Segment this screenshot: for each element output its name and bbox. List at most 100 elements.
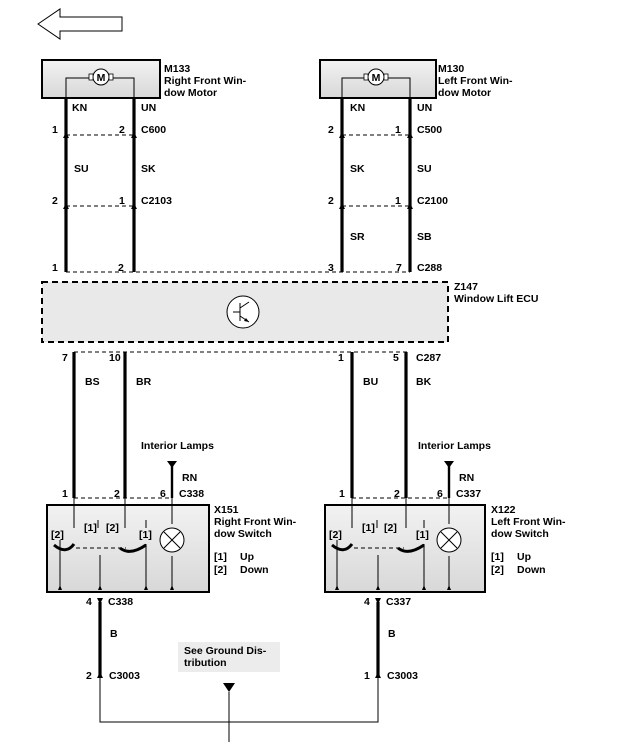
switch-contact-label: [2] [329,529,342,541]
wire-color-label: SB [417,231,432,243]
switch-name: Left Front Win- [491,516,566,528]
connector-label: C337 [386,596,411,608]
switch-name: dow Switch [214,528,272,540]
ground-wires [97,598,381,742]
wire-color-label: SK [350,163,365,175]
pin-number: 2 [328,195,334,207]
connector-label: C3003 [109,670,140,682]
motor-name: Left Front Win- [438,75,513,87]
motor-m130: M [319,59,437,99]
wire-color-label: SK [141,163,156,175]
pin-number: 1 [52,124,58,136]
wire-color-label: RN [459,472,474,484]
wire-bundle [64,98,412,272]
window-lift-ecu [41,281,449,343]
wire-color-label: SU [417,163,432,175]
wire-color-label: UN [417,102,432,114]
switch-code: X122 [491,504,516,516]
wire-color-label: KN [350,102,365,114]
pin-number: 5 [393,352,399,364]
connector-label: C287 [416,352,441,364]
transistor-icon [226,295,260,329]
motor-symbol: M [97,72,106,84]
motor-code: M133 [164,63,190,75]
ecu-name: Window Lift ECU [454,293,538,305]
pin-number: 3 [328,262,334,274]
switch-x122 [324,498,486,593]
wire-color-label: BU [363,376,378,388]
pin-number: 2 [86,670,92,682]
legend-key: [1] [214,551,227,563]
ground-reference-note[interactable]: See Ground Dis- tribution [178,642,280,672]
wire-color-label: BK [416,376,432,388]
pin-number: 7 [396,262,402,274]
wire-color-label: B [110,628,118,640]
connector-label: C2103 [141,195,172,207]
connector-label: C337 [456,488,481,500]
lamp-label: Interior Lamps [141,440,214,452]
pin-number: 1 [395,195,401,207]
wire-color-label: BR [136,376,152,388]
pin-number: 4 [364,596,370,608]
pin-number: 7 [62,352,68,364]
switch-contact-label: [1] [84,522,97,534]
connector-label: C500 [417,124,442,136]
pin-number: 1 [395,124,401,136]
motor-name: dow Motor [164,87,217,99]
ground-note-line: tribution [184,657,227,669]
pin-number: 2 [114,488,120,500]
wire-color-label: BS [85,376,100,388]
wire-color-label: RN [182,472,197,484]
pin-number: 4 [86,596,92,608]
pin-number: 1 [52,262,58,274]
ground-note-line: See Ground Dis- [184,645,267,657]
pin-number: 1 [339,488,345,500]
wire-color-label: UN [141,102,156,114]
lamp-label: Interior Lamps [418,440,491,452]
wire-color-label: KN [72,102,87,114]
legend-value: Up [240,551,254,563]
connector-label: C3003 [387,670,418,682]
pin-number: 2 [119,124,125,136]
arrow-left-icon[interactable] [37,8,123,40]
pin-number: 1 [119,195,125,207]
pin-number: 2 [394,488,400,500]
motor-symbol: M [372,72,381,84]
connector-label: C288 [417,262,442,274]
switch-contact-label: [2] [106,522,119,534]
pin-number: 10 [109,352,121,364]
pin-number: 2 [118,262,124,274]
motor-code: M130 [438,63,464,75]
switch-name: Right Front Win- [214,516,297,528]
wire-color-label: B [388,628,396,640]
motor-name: dow Motor [438,87,491,99]
pin-number: 1 [364,670,370,682]
wire-bundle [72,352,408,498]
legend-value: Up [517,551,531,563]
wire-color-label: SU [74,163,89,175]
pin-number: 1 [338,352,344,364]
wire-color-label: SR [350,231,365,243]
legend-key: [2] [491,564,504,576]
connector-label: C2100 [417,195,448,207]
legend-key: [2] [214,564,227,576]
switch-contact-label: [1] [416,529,429,541]
ecu-code: Z147 [454,281,478,293]
pin-number: 2 [328,124,334,136]
motor-m133: M [41,59,161,99]
legend-key: [1] [491,551,504,563]
switch-contact-label: [2] [384,522,397,534]
connector-label: C338 [108,596,133,608]
connector-label: C600 [141,124,166,136]
connector-label: C338 [179,488,204,500]
pin-number: 2 [52,195,58,207]
switch-code: X151 [214,504,239,516]
switch-name: dow Switch [491,528,549,540]
motor-name: Right Front Win- [164,75,247,87]
legend-value: Down [240,564,269,576]
switch-contact-label: [1] [362,522,375,534]
switch-x151 [46,498,210,593]
switch-contact-label: [2] [51,529,64,541]
pin-number: 6 [160,488,166,500]
